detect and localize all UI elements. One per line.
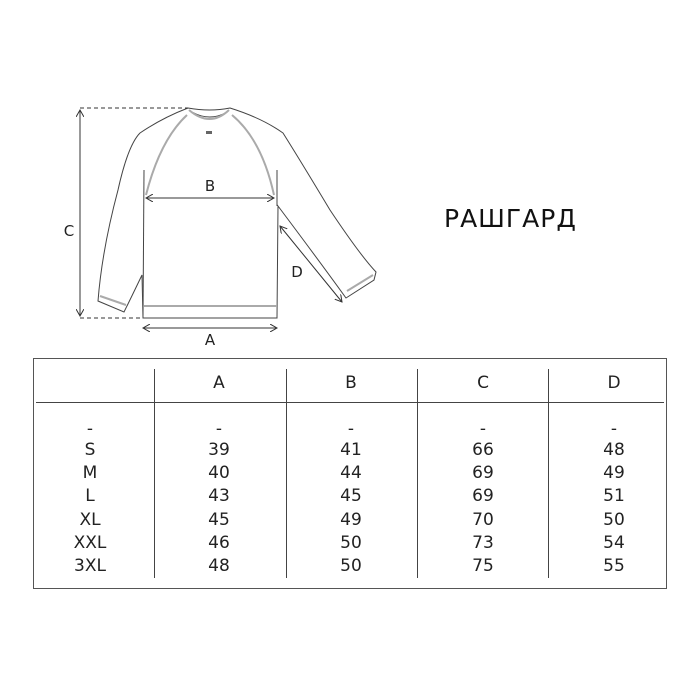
table-cell: 75	[472, 556, 494, 576]
table-cell: 40	[208, 463, 230, 483]
shirt-outline	[97, 107, 377, 319]
table-cell: 50	[340, 533, 362, 553]
table-cell: 70	[472, 510, 494, 530]
label-a: A	[204, 331, 216, 349]
table-cell: 50	[603, 510, 625, 530]
label-c: C	[63, 222, 75, 240]
table-cell: 49	[340, 510, 362, 530]
size-label: L	[85, 486, 95, 506]
label-b: B	[204, 177, 216, 195]
table-cell: 48	[603, 440, 625, 460]
table-cell: 44	[340, 463, 362, 483]
table-cell: 45	[208, 510, 230, 530]
brand-logo-icon	[206, 131, 212, 134]
table-cell: -	[610, 419, 618, 439]
column-divider	[417, 369, 418, 578]
column-divider	[286, 369, 287, 578]
size-label: S	[84, 440, 96, 460]
column-divider	[154, 369, 155, 578]
table-cell: -	[347, 419, 355, 439]
size-label: 3XL	[74, 556, 106, 576]
size-label: XL	[79, 510, 101, 530]
column-header: D	[607, 373, 621, 393]
table-cell: -	[479, 419, 487, 439]
column-header: A	[213, 373, 225, 393]
column-header: C	[477, 373, 489, 393]
column-header: B	[345, 373, 357, 393]
shirt-seams	[99, 109, 374, 307]
table-cell: 41	[340, 440, 362, 460]
size-label: XXL	[73, 533, 107, 553]
table-cell: 66	[472, 440, 494, 460]
table-cell: 54	[603, 533, 625, 553]
table-cell: 39	[208, 440, 230, 460]
measure-d-arrow	[280, 226, 342, 302]
label-d: D	[291, 263, 303, 281]
table-cell: 51	[603, 486, 625, 506]
table-cell: 50	[340, 556, 362, 576]
product-title: РАШГАРД	[444, 204, 577, 233]
rashguard-diagram	[0, 107, 377, 360]
size-label: -	[86, 419, 94, 439]
table-cell: 69	[472, 463, 494, 483]
table-cell: 45	[340, 486, 362, 506]
table-cell: 48	[208, 556, 230, 576]
header-divider	[36, 402, 664, 403]
column-divider	[548, 369, 549, 578]
table-cell: 69	[472, 486, 494, 506]
table-cell: 73	[472, 533, 494, 553]
measure-lines	[80, 107, 342, 328]
table-cell: 55	[603, 556, 625, 576]
table-cell: 49	[603, 463, 625, 483]
table-cell: 43	[208, 486, 230, 506]
size-label: M	[82, 463, 98, 483]
table-cell: 46	[208, 533, 230, 553]
table-cell: -	[215, 419, 223, 439]
